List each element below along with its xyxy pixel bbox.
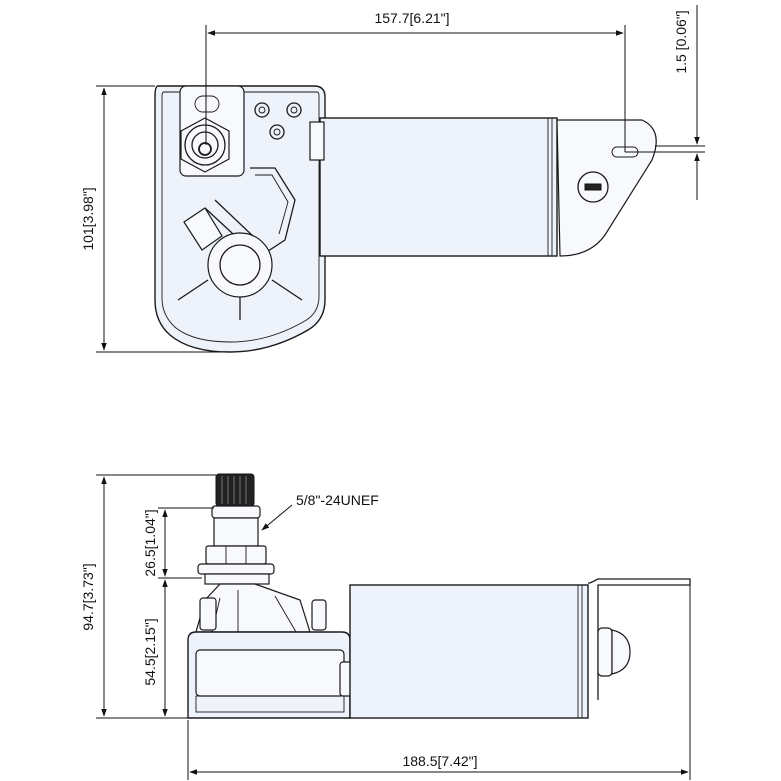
top-view: 157.7[6.21"] 101[3.98"] 1.5 [0.06"] <box>80 5 705 353</box>
shaft-height-label: 26.5[1.04"] <box>142 509 158 576</box>
body-height-label: 54.5[2.15"] <box>142 618 158 685</box>
overall-length-label: 188.5[7.42"] <box>402 753 477 769</box>
height-dimension-label: 101[3.98"] <box>80 187 96 250</box>
width-dimension-label: 157.7[6.21"] <box>374 10 449 26</box>
offset-dimension-label: 1.5 [0.06"] <box>673 10 689 73</box>
overall-height-label: 94.7[3.73"] <box>80 563 96 630</box>
side-view: 5/8"-24UNEF 94.7[3.73"] 26.5[1.04"] 54.5… <box>80 473 691 780</box>
thread-callout-label: 5/8"-24UNEF <box>296 492 379 508</box>
